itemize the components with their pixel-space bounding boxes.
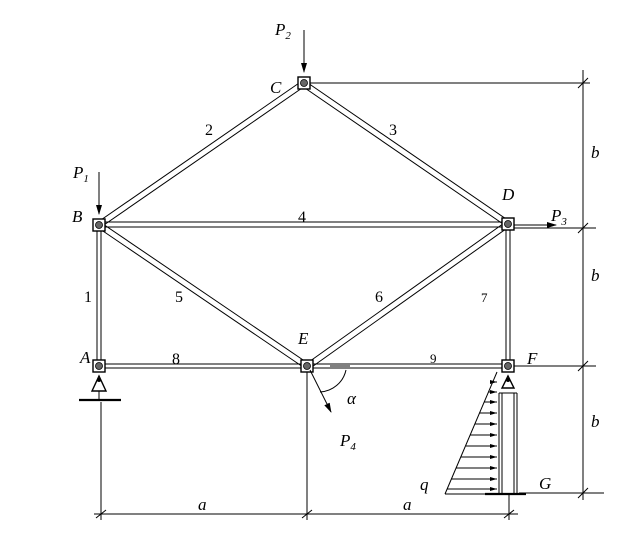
node-label-d: D: [501, 185, 515, 204]
support-a: [79, 374, 121, 402]
node-label-a: A: [79, 348, 91, 367]
member-label-4: 4: [298, 209, 306, 226]
joint-c: [297, 76, 311, 90]
dim-label-b-mid: b: [591, 266, 600, 285]
member-label-8: 8: [172, 351, 180, 368]
joint-e: [300, 359, 314, 373]
node-label-e: E: [297, 329, 309, 348]
member-3: [301, 80, 510, 227]
truss-members: [96, 80, 511, 370]
angle-label-alpha: α: [347, 389, 357, 408]
node-label-f: F: [526, 349, 538, 368]
member-label-1: 1: [84, 289, 92, 306]
member-6: [305, 220, 511, 370]
dim-label-b-bottom: b: [591, 412, 600, 431]
node-label-b: B: [72, 207, 83, 226]
load-label-p3: P3: [550, 206, 567, 228]
dim-label-a-left: a: [198, 495, 207, 514]
member-label-6: 6: [375, 289, 383, 306]
member-label-2: 2: [205, 122, 213, 139]
member-9: [307, 363, 508, 369]
dim-label-a-right: a: [403, 495, 412, 514]
member-label-7: 7: [481, 290, 488, 305]
member-1: [96, 224, 102, 365]
member-label-9: 9: [430, 351, 437, 366]
joint-d: [501, 217, 515, 231]
node-label-g: G: [539, 474, 551, 493]
load-label-p2: P2: [274, 20, 291, 42]
load-label-q: q: [420, 475, 429, 494]
member-label-5: 5: [175, 289, 183, 306]
member-7: [505, 224, 511, 365]
load-p4-arrow: [309, 369, 332, 413]
joint-f: [501, 359, 515, 373]
member-label-3: 3: [389, 122, 397, 139]
member-8: [99, 363, 307, 369]
member-5: [96, 221, 310, 370]
dim-label-b-top: b: [591, 143, 600, 162]
joint-b: [92, 218, 106, 232]
node-label-c: C: [270, 78, 282, 97]
dimension-lines: [94, 70, 604, 520]
support-f-column: [485, 374, 526, 496]
angle-arc: [319, 365, 350, 393]
load-label-p4: P4: [339, 431, 356, 453]
load-label-p1: P1: [72, 163, 89, 185]
member-2: [97, 80, 306, 228]
distributed-load-q: [444, 371, 498, 495]
member-4: [99, 221, 508, 228]
joint-a: [92, 359, 106, 373]
